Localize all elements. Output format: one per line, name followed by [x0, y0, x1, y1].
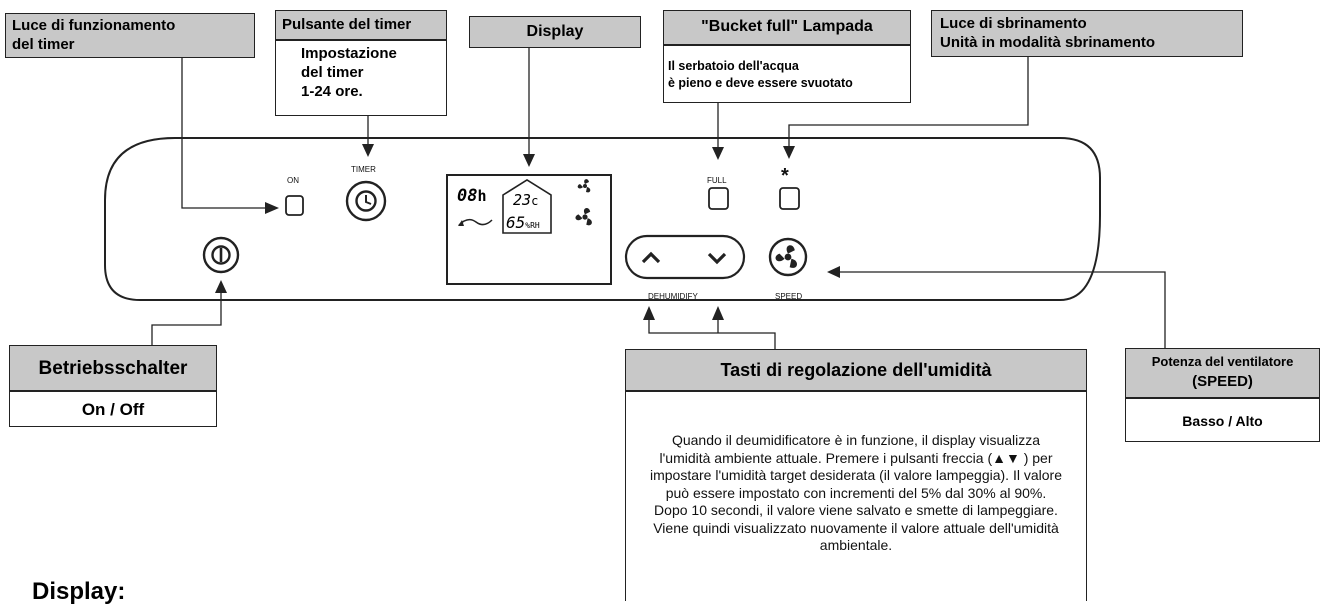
- defrost-subtitle: Unità in modalità sbrinamento: [940, 34, 1156, 51]
- fan-speed-desc: Basso / Alto: [1182, 413, 1263, 429]
- timer-button-title: Pulsante del timer: [282, 16, 412, 33]
- timer-light-title: Luce di funzionamento: [12, 17, 176, 34]
- defrost-arrow: [783, 146, 795, 159]
- display-section-heading: Display:: [32, 578, 126, 605]
- defrost-indicator-light: [779, 187, 800, 210]
- dehumidify-button-group: [624, 234, 746, 280]
- display-arrow: [523, 154, 535, 167]
- defrost-title: Luce di sbrinamento: [940, 15, 1087, 32]
- fan-speed-callout-title-box: Potenza del ventilatore (SPEED): [1125, 348, 1320, 398]
- display-title: Display: [526, 23, 584, 40]
- timer-button-callout-desc-box: Impostazione del timer 1-24 ore.: [275, 40, 447, 116]
- timer-desc-line3: 1-24 ore.: [301, 83, 363, 100]
- bucket-full-callout-desc-box: Il serbatoio dell'acqua è pieno e deve e…: [663, 45, 911, 103]
- fan-high-icon: [575, 208, 592, 226]
- timer-light-leader: [181, 55, 265, 209]
- clock-icon: [355, 190, 377, 212]
- defrost-callout: Luce di sbrinamento Unità in modalità sb…: [931, 10, 1243, 57]
- power-icon: [211, 245, 231, 265]
- timer-light-callout: Luce di funzionamento del timer: [5, 13, 255, 58]
- full-indicator-light: [708, 187, 729, 210]
- bucket-full-callout-title-box: "Bucket full" Lampada: [663, 10, 911, 45]
- display-callout: Display: [469, 16, 641, 48]
- humidity-keys-title: Tasti di regolazione dell'umidità: [720, 360, 992, 380]
- lcd-humidity: 65%RH: [506, 213, 540, 232]
- speed-label: SPEED: [775, 292, 803, 301]
- house-icon: [502, 179, 552, 234]
- dehumidify-down-arrow-pointer: [712, 306, 724, 320]
- timer-light-subtitle: del timer: [12, 36, 75, 53]
- full-arrow: [712, 147, 724, 160]
- humidity-keys-desc: Quando il deumidificatore è in funzione,…: [650, 432, 1062, 553]
- humidity-down-button[interactable]: [707, 252, 727, 265]
- fan-speed-title: Potenza del ventilatore: [1151, 354, 1294, 369]
- dehumidify-label: DEHUMIDIFY: [648, 292, 698, 301]
- defrost-leader: [788, 57, 1029, 146]
- fan-low-icon: [577, 179, 591, 193]
- defrost-display-icon: [458, 218, 493, 226]
- dehumidify-up-arrow-pointer: [643, 306, 655, 320]
- bucket-full-title: "Bucket full" Lampada: [701, 18, 873, 35]
- on-label: ON: [287, 176, 299, 185]
- timer-button-callout-title-box: Pulsante del timer: [275, 10, 447, 40]
- speed-arrow: [827, 266, 840, 278]
- fan-speed-callout-desc-box: Basso / Alto: [1125, 398, 1320, 442]
- humidity-keys-callout-title-box: Tasti di regolazione dell'umidità: [625, 349, 1087, 391]
- humidity-keys-callout-desc-box: Quando il deumidificatore è in funzione,…: [625, 391, 1087, 601]
- power-arrow: [215, 280, 227, 293]
- timer-desc-line1: Impostazione: [301, 45, 397, 62]
- humidity-up-button[interactable]: [641, 251, 661, 264]
- lcd-temperature: 23c: [513, 191, 539, 209]
- fan-speed-subtitle: (SPEED): [1192, 373, 1253, 390]
- fan-icon: [775, 245, 797, 268]
- bucket-full-desc-line1: Il serbatoio dell'acqua: [668, 59, 799, 73]
- timer-desc-line2: del timer: [301, 64, 364, 81]
- full-label: FULL: [707, 176, 727, 185]
- lcd-display: [446, 174, 612, 285]
- timer-button-arrow: [362, 144, 374, 157]
- timer-indicator-light: [285, 195, 304, 216]
- timer-label: TIMER: [351, 165, 376, 174]
- lcd-hours: 08h: [457, 186, 487, 206]
- defrost-symbol: *: [781, 165, 789, 187]
- bucket-full-desc-line2: è pieno e deve essere svuotato: [668, 76, 853, 90]
- power-switch-callout-title-box: Betriebsschalter: [9, 345, 217, 391]
- power-switch-callout-desc-box: On / Off: [9, 391, 217, 427]
- power-switch-title: Betriebsschalter: [38, 358, 188, 379]
- power-switch-desc: On / Off: [81, 400, 145, 419]
- timer-light-arrow: [265, 202, 279, 214]
